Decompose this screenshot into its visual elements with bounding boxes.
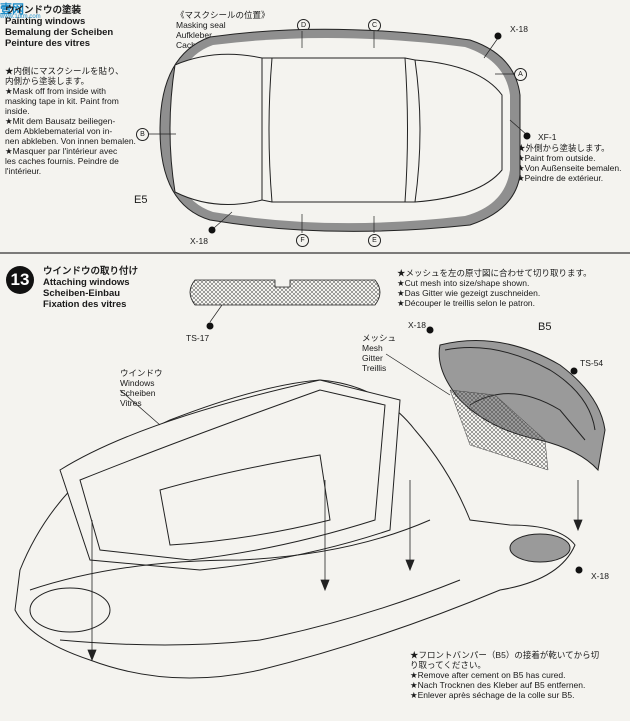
windshield: [414, 59, 503, 203]
part-e5-label: E5: [134, 194, 148, 206]
paint-x18-top-label: X-18: [510, 24, 528, 34]
paint-ts17-label: TS-17: [186, 333, 210, 343]
paint-marker-x18-bottom: [208, 226, 216, 234]
step13-note-bumper: ★フロントバンパー（B5）の接着が乾いてから切 り取ってください。 ★Remov…: [410, 650, 600, 700]
paint-x18-bottom-label: X-18: [190, 236, 208, 246]
seal-e-marker: E: [368, 234, 381, 247]
masked-body-top-view: [159, 28, 521, 232]
paint-xf1-label: XF-1: [538, 132, 557, 142]
roof-panel: [268, 57, 408, 203]
paint-marker-x18-bottom-step13: [575, 566, 583, 574]
watermark-logo: 壹网: [0, 2, 25, 16]
step13-title: ウインドウの取り付け Attaching windows Scheiben-Ei…: [43, 266, 139, 310]
step13-number: 13: [6, 266, 34, 294]
mesh-template: [189, 279, 381, 306]
car-body-side-view: [14, 379, 576, 679]
mesh-piece: [449, 389, 549, 471]
seal-f-marker: F: [296, 234, 309, 247]
step13-note-mesh: ★メッシュを左の原寸図に合わせて切り取ります。 ★Cut mesh into s…: [397, 268, 592, 308]
paint-marker-x18-step13: [426, 326, 434, 334]
mesh-label: メッシュ Mesh Gitter Treillis: [362, 333, 397, 373]
step12-note-outside: ★外側から塗装します。 ★Paint from outside. ★Von Au…: [517, 143, 622, 183]
seal-leader-lines: [148, 31, 528, 233]
window-opening: [159, 454, 331, 546]
paint-marker-x18-top: [494, 32, 502, 40]
masking-seal-label: 《マスクシールの位置》 Masking seal Aufkleber Cache: [176, 10, 270, 50]
assembly-arrows: [87, 480, 583, 662]
step12-title: ウインドウの塗装 Painting windows Bemalung der S…: [5, 5, 114, 49]
seal-b-marker: B: [136, 128, 149, 141]
paint-x18-label: X-18: [408, 320, 426, 330]
paint-ts54-label: TS-54: [580, 358, 604, 368]
paint-marker-xf1: [523, 132, 531, 140]
paint-markers: [206, 32, 583, 574]
paint-marker-ts17: [206, 322, 214, 330]
part-b5-label: B5: [538, 321, 552, 333]
paint-marker-ts54: [570, 367, 578, 375]
watermark-url: www.1dtm.com: [0, 14, 41, 20]
step12-note-inside: ★内側にマスクシールを貼り、 内側から塗装します。 ★Mask off from…: [5, 66, 136, 176]
rear-window: [169, 53, 263, 205]
window-piece: [79, 389, 386, 561]
paint-x18-bottom-label-13: X-18: [591, 571, 609, 581]
windows-label: ウインドウ Windows Scheiben Vitres: [120, 368, 163, 408]
